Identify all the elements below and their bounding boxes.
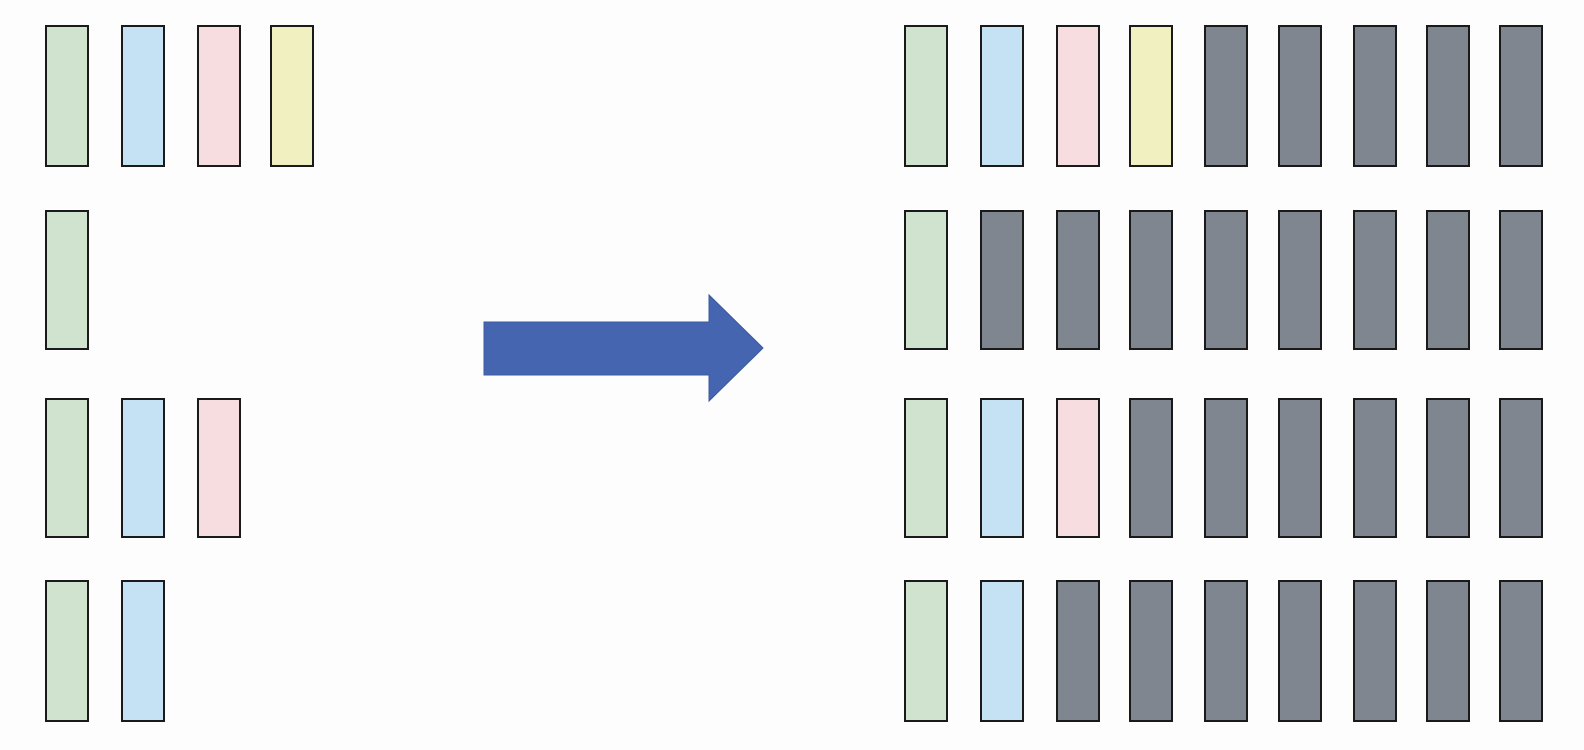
token-block-blue bbox=[121, 580, 165, 722]
token-block-green bbox=[904, 580, 948, 722]
token-block-pink bbox=[197, 25, 241, 167]
padding-block bbox=[1499, 580, 1543, 722]
padding-block bbox=[1426, 580, 1470, 722]
padding-block bbox=[1426, 398, 1470, 538]
token-block-pink bbox=[1056, 398, 1100, 538]
padding-block bbox=[1129, 398, 1173, 538]
padding-block bbox=[1204, 398, 1248, 538]
padding-block bbox=[1129, 210, 1173, 350]
token-block-green bbox=[904, 25, 948, 167]
padding-block bbox=[1056, 580, 1100, 722]
token-block-blue bbox=[980, 398, 1024, 538]
padding-block bbox=[1129, 580, 1173, 722]
padding-block bbox=[1278, 210, 1322, 350]
token-block-yellow bbox=[270, 25, 314, 167]
token-block-blue bbox=[980, 580, 1024, 722]
padding-block bbox=[1204, 580, 1248, 722]
token-block-blue bbox=[121, 25, 165, 167]
padding-block bbox=[1426, 210, 1470, 350]
token-block-blue bbox=[980, 25, 1024, 167]
padding-block bbox=[1056, 210, 1100, 350]
padding-block bbox=[1499, 210, 1543, 350]
padding-block bbox=[1278, 25, 1322, 167]
padding-block bbox=[1353, 25, 1397, 167]
arrow-right-icon bbox=[483, 293, 764, 403]
token-block-pink bbox=[1056, 25, 1100, 167]
padding-block bbox=[1278, 580, 1322, 722]
token-block-green bbox=[45, 398, 89, 538]
padding-block bbox=[1499, 398, 1543, 538]
padding-block bbox=[1204, 25, 1248, 167]
token-block-pink bbox=[197, 398, 241, 538]
token-block-green bbox=[904, 398, 948, 538]
padding-block bbox=[1204, 210, 1248, 350]
padding-block bbox=[1426, 25, 1470, 167]
padding-block bbox=[1353, 210, 1397, 350]
token-block-green bbox=[45, 25, 89, 167]
token-block-green bbox=[904, 210, 948, 350]
padding-block bbox=[1499, 25, 1543, 167]
padding-block bbox=[1278, 398, 1322, 538]
token-block-green bbox=[45, 580, 89, 722]
token-block-green bbox=[45, 210, 89, 350]
padding-block bbox=[980, 210, 1024, 350]
padding-block bbox=[1353, 580, 1397, 722]
token-block-yellow bbox=[1129, 25, 1173, 167]
padding-block bbox=[1353, 398, 1397, 538]
token-block-blue bbox=[121, 398, 165, 538]
